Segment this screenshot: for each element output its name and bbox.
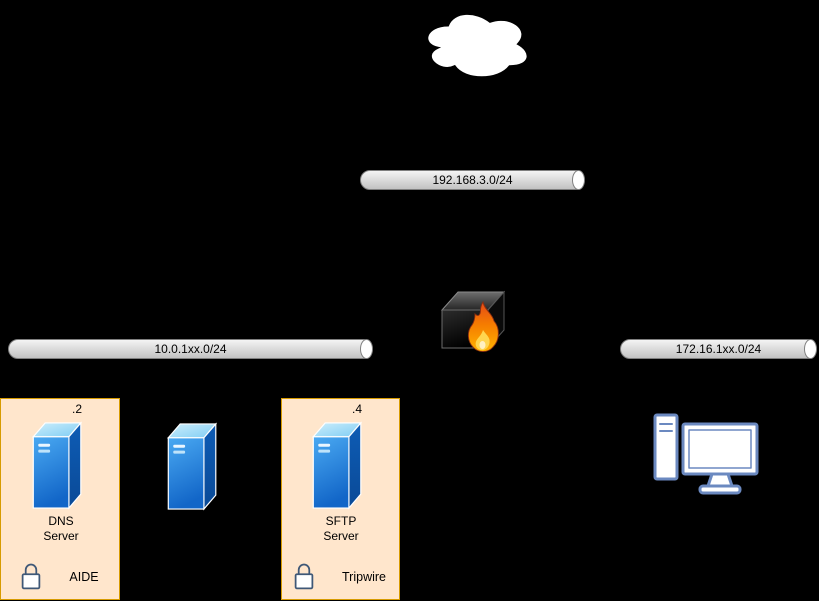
segment-wan-label: 192.168.3.0/24 (432, 173, 513, 187)
padlock-icon-aide (21, 563, 41, 590)
segment-lan: 10.0.1xx.0/24 (8, 339, 373, 359)
host-ip-dns: .2 (72, 402, 83, 416)
segment-dmz: 172.16.1xx.0/24 (620, 339, 817, 359)
bus-endcap-icon (572, 170, 585, 190)
integrity-tool-label-aide: AIDE (69, 570, 99, 584)
flame-icon (467, 300, 499, 352)
segment-dmz-label: 172.16.1xx.0/24 (675, 342, 762, 356)
bus-endcap-icon (804, 339, 817, 359)
bus-endcap-icon (360, 339, 373, 359)
host-label-dns: DNS Server (43, 514, 79, 543)
host-label-sftp: SFTP Server (323, 514, 359, 543)
server-icon-generic (167, 422, 218, 511)
firewall-icon (440, 290, 506, 352)
internet-cloud-icon (426, 12, 529, 79)
padlock-icon-tripwire (294, 563, 314, 590)
segment-lan-label: 10.0.1xx.0/24 (154, 342, 227, 356)
integrity-tool-label-tripwire: Tripwire (342, 570, 386, 584)
server-icon-sftp (312, 421, 363, 510)
workstation-icon (653, 413, 759, 495)
segment-wan: 192.168.3.0/24 (360, 170, 585, 190)
server-icon-dns (32, 421, 83, 510)
host-ip-sftp: .4 (352, 402, 363, 416)
